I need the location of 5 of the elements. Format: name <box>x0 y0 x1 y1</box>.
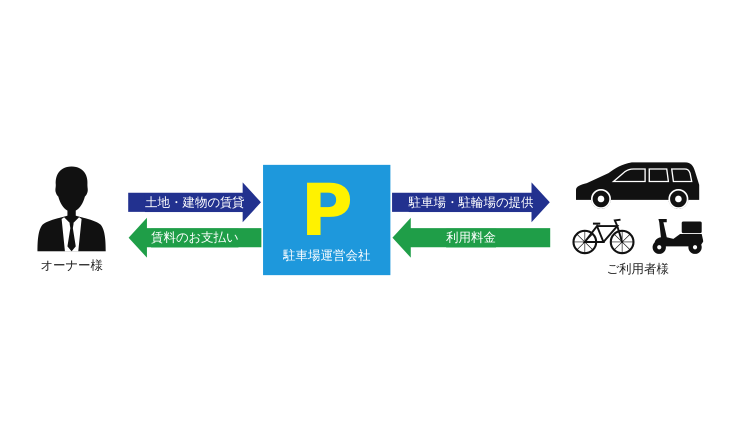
node-label: 駐車場運営会社 <box>283 248 370 264</box>
parking-sign-letter: P <box>300 174 353 246</box>
arrow <box>392 182 550 222</box>
node-label: ご利用者様 <box>606 261 669 276</box>
node-label: オーナー様 <box>40 258 103 274</box>
